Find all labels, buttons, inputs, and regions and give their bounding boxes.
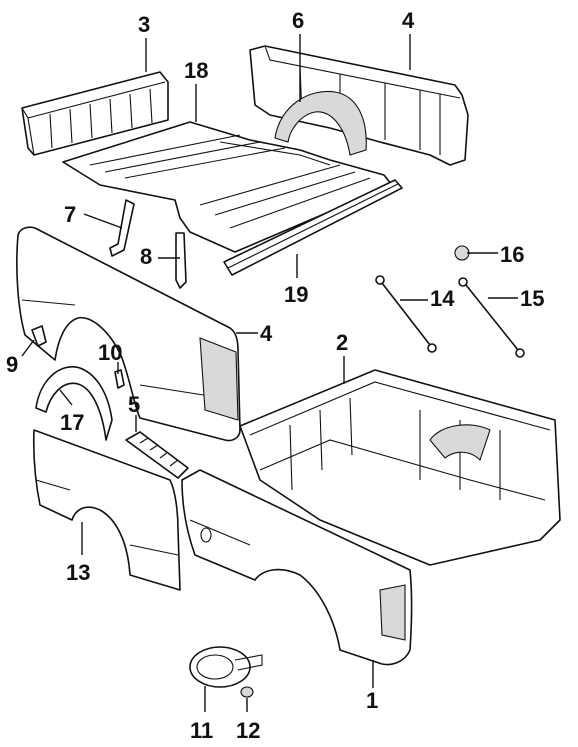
callout-6: 6 — [292, 8, 304, 33]
flare-part — [35, 366, 113, 441]
support-rod-15-part — [458, 277, 525, 358]
callout-16: 16 — [500, 242, 524, 267]
fuel-door-part — [189, 646, 263, 688]
bracket-part — [31, 325, 47, 347]
callout-1: 1 — [366, 688, 378, 713]
callout-18: 18 — [184, 58, 208, 83]
callout-9: 9 — [6, 352, 18, 377]
strap-8-part — [175, 232, 187, 289]
callout-2: 2 — [336, 330, 348, 355]
callout-19: 19 — [284, 282, 308, 307]
callout-3: 3 — [138, 12, 150, 37]
outer-side-part — [181, 469, 413, 666]
support-rod-14-part — [375, 275, 437, 353]
callout-labels: 3 6 4 18 7 8 16 19 14 15 4 2 9 10 5 17 1… — [6, 8, 544, 743]
crossmember-part — [223, 179, 403, 276]
callout-17: 17 — [60, 410, 84, 435]
callout-8: 8 — [140, 244, 152, 269]
outer-side-panel-part — [16, 226, 241, 442]
callout-4-mid: 4 — [260, 321, 273, 346]
wheelhouse-part — [274, 90, 367, 156]
callout-7: 7 — [64, 202, 76, 227]
callout-12: 12 — [236, 718, 260, 743]
stone-shield-part — [125, 431, 189, 479]
filler-part — [114, 369, 125, 389]
callout-15: 15 — [520, 286, 544, 311]
callout-5: 5 — [128, 392, 140, 417]
bumper-part — [454, 245, 470, 261]
front-panel-part — [21, 71, 169, 156]
callout-11: 11 — [190, 718, 213, 743]
bed-liner-part — [239, 369, 561, 566]
fender-panel-part — [32, 429, 181, 591]
callout-4-top: 4 — [402, 8, 415, 33]
callout-10: 10 — [98, 340, 122, 365]
fuel-door-bumper-part — [240, 686, 254, 698]
leader-lines — [21, 34, 518, 712]
floor-part — [62, 121, 393, 253]
callout-13: 13 — [66, 560, 90, 585]
callout-14: 14 — [430, 286, 455, 311]
